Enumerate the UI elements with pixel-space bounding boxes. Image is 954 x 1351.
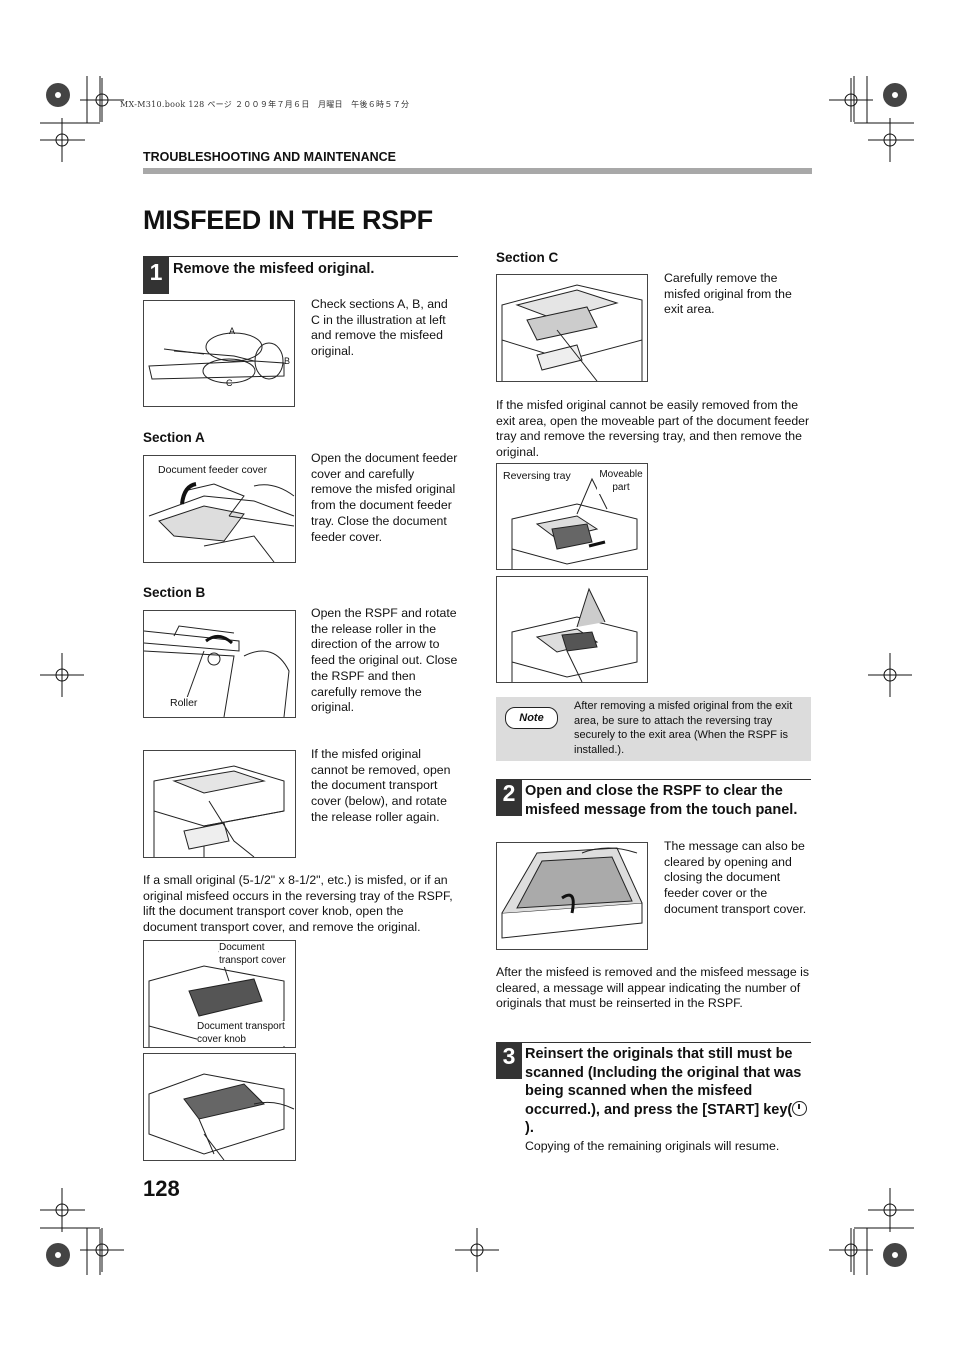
overview-label-a: A: [229, 326, 236, 336]
section-c-heading: Section C: [496, 250, 559, 265]
section-c-figure: [496, 274, 648, 382]
reversing-tray-figure-2: [496, 576, 648, 683]
note-badge: Note: [505, 707, 558, 729]
note-box: Note After removing a misfed original fr…: [496, 697, 811, 761]
step1-intro-text: Check sections A, B, and C in the illust…: [311, 297, 448, 359]
section-c-text: Carefully remove the misfed original fro…: [664, 271, 792, 317]
step3-rule: [496, 1042, 811, 1043]
step1-number: 1: [143, 257, 169, 294]
overview-label-b: B: [284, 356, 291, 366]
section-b-figure-label: Roller: [170, 697, 198, 710]
transport-cover-knob-label: Document transport cover knob: [197, 1021, 293, 1046]
step2-rule: [496, 779, 811, 780]
section-b-text: Open the RSPF and rotate the release rol…: [311, 606, 458, 715]
page-number: 128: [143, 1176, 180, 1201]
page-title: MISFEED IN THE RSPF: [143, 205, 433, 235]
section-b-figure: Roller: [143, 610, 296, 718]
step2-number: 2: [496, 780, 522, 816]
section-a-figure: Document feeder cover: [143, 455, 296, 563]
reversing-tray-label: Reversing tray: [503, 470, 571, 483]
moveable-part-label: Moveable part: [597, 469, 645, 494]
step1-heading: Remove the misfeed original.: [173, 261, 375, 277]
section-b-figure-2: [143, 750, 296, 858]
step3-heading-text: Reinsert the originals that still must b…: [525, 1046, 802, 1118]
section-b-text-2: If the misfed original cannot be removed…: [311, 747, 451, 824]
step2-text: The message can also be cleared by openi…: [664, 839, 807, 916]
overview-label-c: C: [226, 378, 233, 388]
transport-cover-label: Document transport cover: [219, 942, 293, 967]
section-header: TROUBLESHOOTING AND MAINTENANCE: [143, 150, 397, 164]
step3-heading-end: ).: [525, 1120, 534, 1136]
section-a-heading: Section A: [143, 430, 205, 445]
start-key-icon: [792, 1100, 808, 1116]
section-a-text: Open the document feeder cover and caref…: [311, 451, 458, 544]
transport-cover-figure-2: [143, 1053, 296, 1161]
reversing-tray-figure: Reversing tray Moveable part: [496, 463, 648, 570]
small-original-text: If a small original (5-1/2" x 8-1/2", et…: [143, 873, 453, 935]
step2-figure: [496, 842, 648, 950]
file-info: MX-M310.book 128 ページ ２００９年７月６日 月曜日 午後６時５…: [120, 100, 410, 109]
note-text: After removing a misfed original from th…: [574, 700, 793, 756]
step1-rule: [143, 256, 458, 257]
step3-heading: Reinsert the originals that still must b…: [525, 1045, 811, 1138]
section-b-heading: Section B: [143, 585, 206, 600]
section-a-figure-label: Document feeder cover: [158, 464, 268, 477]
section-c-text-2: If the misfed original cannot be easily …: [496, 398, 810, 460]
step3-text: Copying of the remaining originals will …: [525, 1139, 780, 1153]
step2-heading: Open and close the RSPF to clear the mis…: [525, 783, 798, 818]
step2-after-text: After the misfeed is removed and the mis…: [496, 965, 810, 1011]
overview-figure: A B C: [143, 300, 295, 407]
step3-number: 3: [496, 1043, 522, 1079]
section-rule: [143, 168, 812, 174]
transport-cover-figure: Document transport cover Document transp…: [143, 940, 296, 1048]
